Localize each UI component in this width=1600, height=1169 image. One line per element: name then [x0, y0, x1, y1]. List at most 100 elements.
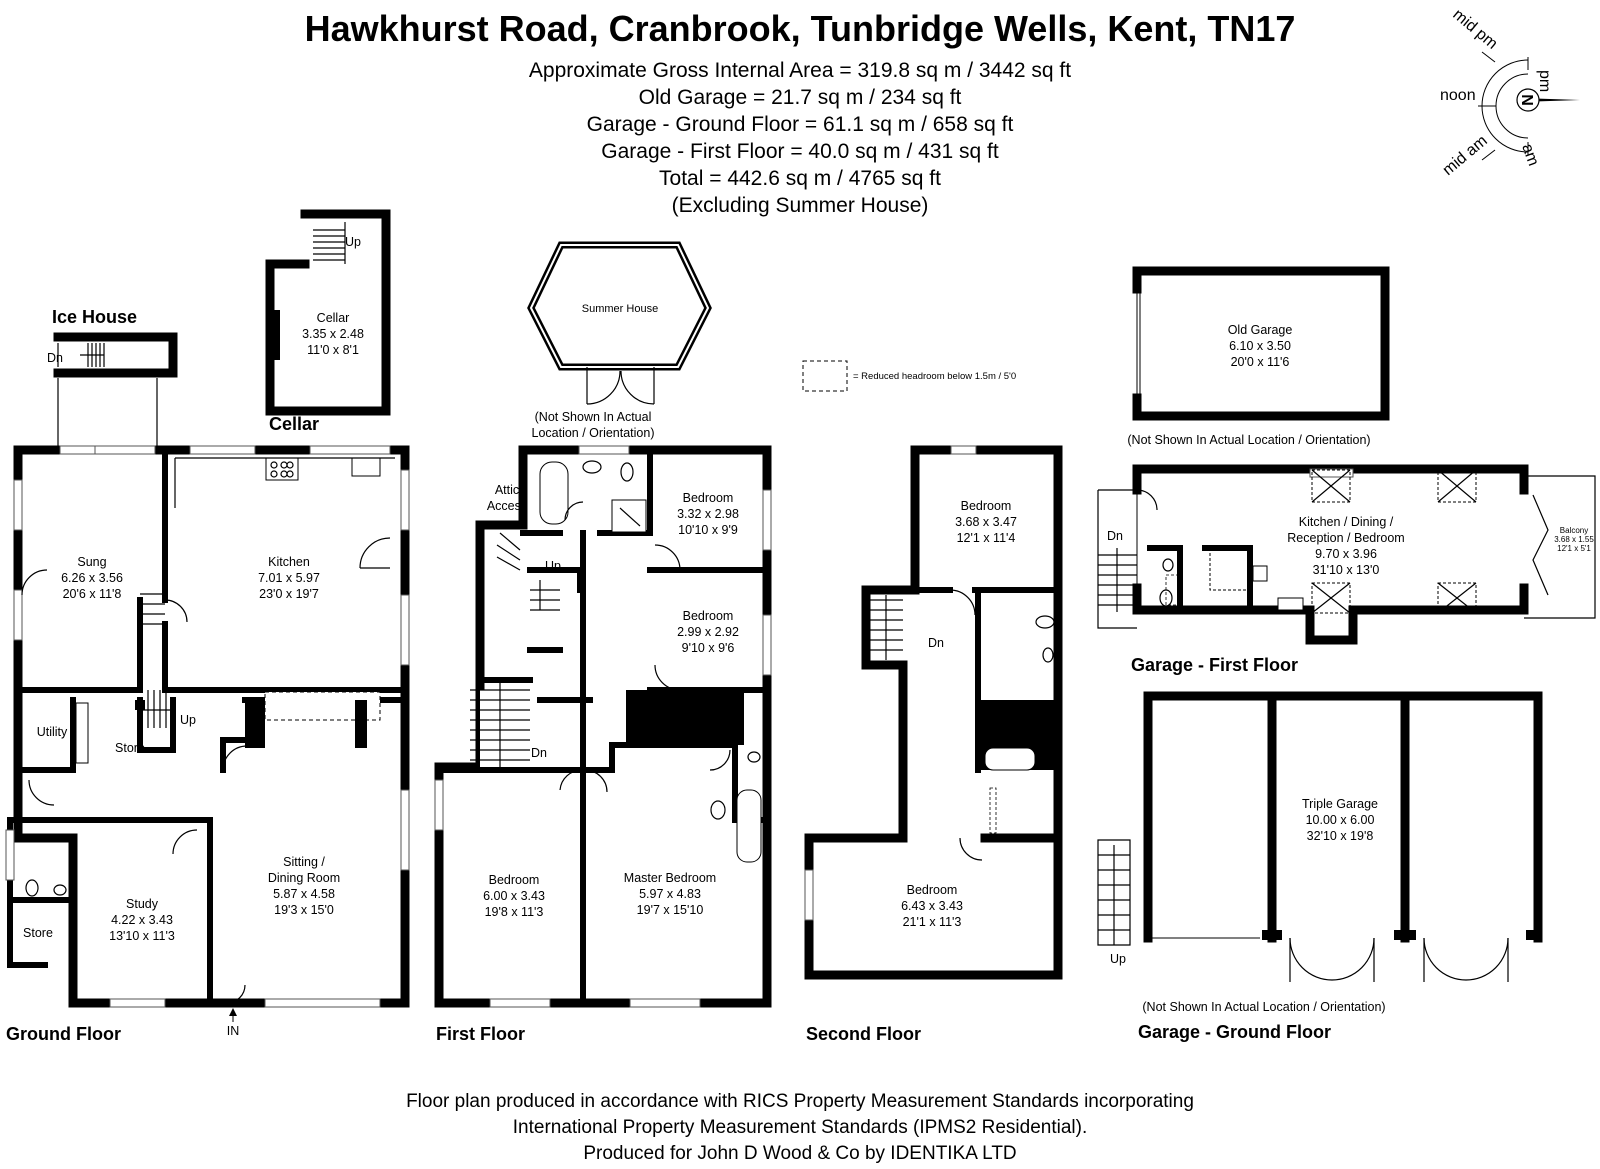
room-name: Cellar: [317, 311, 350, 325]
room-name: Utility: [37, 725, 68, 739]
room-name: Store: [115, 741, 145, 755]
room-dim-ft: 31'10 x 13'0: [1313, 563, 1380, 577]
note-old-garage: (Not Shown In Actual Location / Orientat…: [1127, 433, 1370, 447]
attic-access-label: Attic: [495, 483, 519, 497]
room-dim-m: 3.68 x 3.47: [955, 515, 1017, 529]
room-name: Bedroom: [489, 873, 540, 887]
room-name: Triple Garage: [1302, 797, 1378, 811]
room-name: Bedroom: [683, 491, 734, 505]
note-garage-ground: (Not Shown In Actual Location / Orientat…: [1142, 1000, 1385, 1014]
room-name: Balcony: [1560, 526, 1588, 535]
room-name: Bedroom: [907, 883, 958, 897]
note-summer-house: (Not Shown In Actual: [535, 410, 652, 424]
compass-rose: N pm mid pm noon mid am am: [1440, 6, 1580, 179]
room-name: Kitchen: [268, 555, 310, 569]
room-name: Kitchen / Dining /: [1299, 515, 1394, 529]
room-dim-ft: 20'0 x 11'6: [1231, 355, 1290, 369]
compass-pm: pm: [1536, 70, 1553, 92]
room-name: Study: [126, 897, 159, 911]
room-dim-m: 5.97 x 4.83: [639, 887, 701, 901]
compass-noon: noon: [1440, 87, 1476, 104]
floor-label-garage-first: Garage - First Floor: [1131, 655, 1298, 675]
room-dim-ft: 13'10 x 11'3: [109, 929, 175, 943]
room-dim-m: 3.32 x 2.98: [677, 507, 739, 521]
svg-text:Up: Up: [180, 713, 196, 727]
first-floor: Attic Access Up Dn Bedroom 3.32 x 2.98 1…: [434, 445, 772, 1008]
floor-label-ice-house: Ice House: [52, 307, 137, 327]
svg-text:Up: Up: [345, 235, 361, 249]
svg-text:Dn: Dn: [47, 351, 63, 365]
stairs-icon: [1098, 548, 1137, 612]
note-summer-house: Location / Orientation): [532, 426, 655, 440]
area-line: Garage - Ground Floor = 61.1 sq m / 658 …: [586, 113, 1014, 136]
area-line: Old Garage = 21.7 sq m / 234 sq ft: [638, 86, 962, 109]
floor-label-garage-ground: Garage - Ground Floor: [1138, 1022, 1331, 1042]
room-dim-m: 3.35 x 2.48: [302, 327, 364, 341]
room-dim-m: 10.00 x 6.00: [1306, 813, 1375, 827]
room-name: Sitting /: [283, 855, 325, 869]
room-dim-m: 7.01 x 5.97: [258, 571, 320, 585]
stairs-icon: [80, 343, 105, 367]
room-dim-m: 2.99 x 2.92: [677, 625, 739, 639]
room-dim-ft: 10'10 x 9'9: [678, 523, 738, 537]
cellar: Up Cellar 3.35 x 2.48 11'0 x 8'1: [265, 209, 391, 416]
stairs-icon: [1097, 839, 1131, 946]
room-name: Reception / Bedroom: [1287, 531, 1404, 545]
room-dim-m: 4.22 x 3.43: [111, 913, 173, 927]
stairs-icon: [140, 593, 173, 728]
room-dim-ft: 12'1 x 5'1: [1557, 544, 1591, 553]
svg-text:Dn: Dn: [928, 636, 944, 650]
old-garage: Old Garage 6.10 x 3.50 20'0 x 11'6: [1132, 266, 1390, 421]
room-name: Master Bedroom: [624, 871, 716, 885]
room-name: Bedroom: [683, 609, 734, 623]
room-name: Sung: [77, 555, 106, 569]
svg-text:Up: Up: [1110, 952, 1126, 966]
footer-line: Floor plan produced in accordance with R…: [406, 1091, 1194, 1112]
stairs-icon: [870, 595, 903, 660]
room-dim-ft: 21'1 x 11'3: [903, 915, 962, 929]
room-dim-ft: 20'6 x 11'8: [63, 587, 122, 601]
footer-line: Produced for John D Wood & Co by IDENTIK…: [583, 1143, 1017, 1164]
area-line: Garage - First Floor = 40.0 sq m / 431 s…: [601, 140, 999, 163]
entrance-label: IN: [227, 1024, 240, 1038]
room-dim-ft: 11'0 x 8'1: [307, 343, 359, 357]
room-dim-m: 5.87 x 4.58: [273, 887, 335, 901]
room-dim-m: 3.68 x 1.55: [1554, 535, 1594, 544]
stairs-icon: [313, 222, 346, 264]
second-floor: Dn Bedroom 3.68 x 3.47 12'1 x 11'4 Bedro…: [804, 445, 1063, 980]
room-dim-m: 6.43 x 3.43: [901, 899, 963, 913]
room-dim-m: 9.70 x 3.96: [1315, 547, 1377, 561]
compass-mid-pm: mid pm: [1449, 6, 1500, 53]
area-line: Approximate Gross Internal Area = 319.8 …: [528, 59, 1072, 82]
attic-access-label: Access: [487, 499, 527, 513]
svg-text:Dn: Dn: [1107, 529, 1123, 543]
svg-text:Dn: Dn: [531, 746, 547, 760]
summer-house: Summer House: [527, 241, 712, 405]
page-title: Hawkhurst Road, Cranbrook, Tunbridge Wel…: [304, 8, 1296, 49]
room-name: Dining Room: [268, 871, 340, 885]
footer-line: International Property Measurement Stand…: [512, 1117, 1088, 1138]
area-line: (Excluding Summer House): [671, 194, 929, 217]
area-line: Total = 442.6 sq m / 4765 sq ft: [659, 167, 941, 190]
room-dim-ft: 19'7 x 15'10: [637, 903, 704, 917]
room-dim-ft: 12'1 x 11'4: [957, 531, 1016, 545]
compass-am: am: [1518, 142, 1542, 169]
room-dim-ft: 23'0 x 19'7: [259, 587, 319, 601]
ice-house: Dn: [47, 332, 178, 450]
garage-first-floor: Dn Kitchen / Dining / Reception / Bedroo…: [1097, 464, 1596, 645]
room-dim-ft: 19'3 x 15'0: [274, 903, 334, 917]
floor-label-ground: Ground Floor: [6, 1024, 121, 1044]
compass-mid-am: mid am: [1440, 132, 1491, 179]
legend-swatch: [802, 360, 848, 392]
stairs-icon: [470, 532, 560, 767]
room-name: Old Garage: [1228, 323, 1293, 337]
room-name: Summer House: [582, 303, 658, 315]
compass-north: N: [1518, 94, 1535, 106]
ground-floor: Sung 6.26 x 3.56 20'6 x 11'8 Kitchen 7.0…: [5, 445, 410, 1038]
room-name: Store: [23, 926, 53, 940]
footer: Floor plan produced in accordance with R…: [0, 1089, 1600, 1167]
room-dim-m: 6.10 x 3.50: [1229, 339, 1291, 353]
floor-label-first: First Floor: [436, 1024, 525, 1044]
legend-text: = Reduced headroom below 1.5m / 5'0: [853, 371, 1016, 382]
